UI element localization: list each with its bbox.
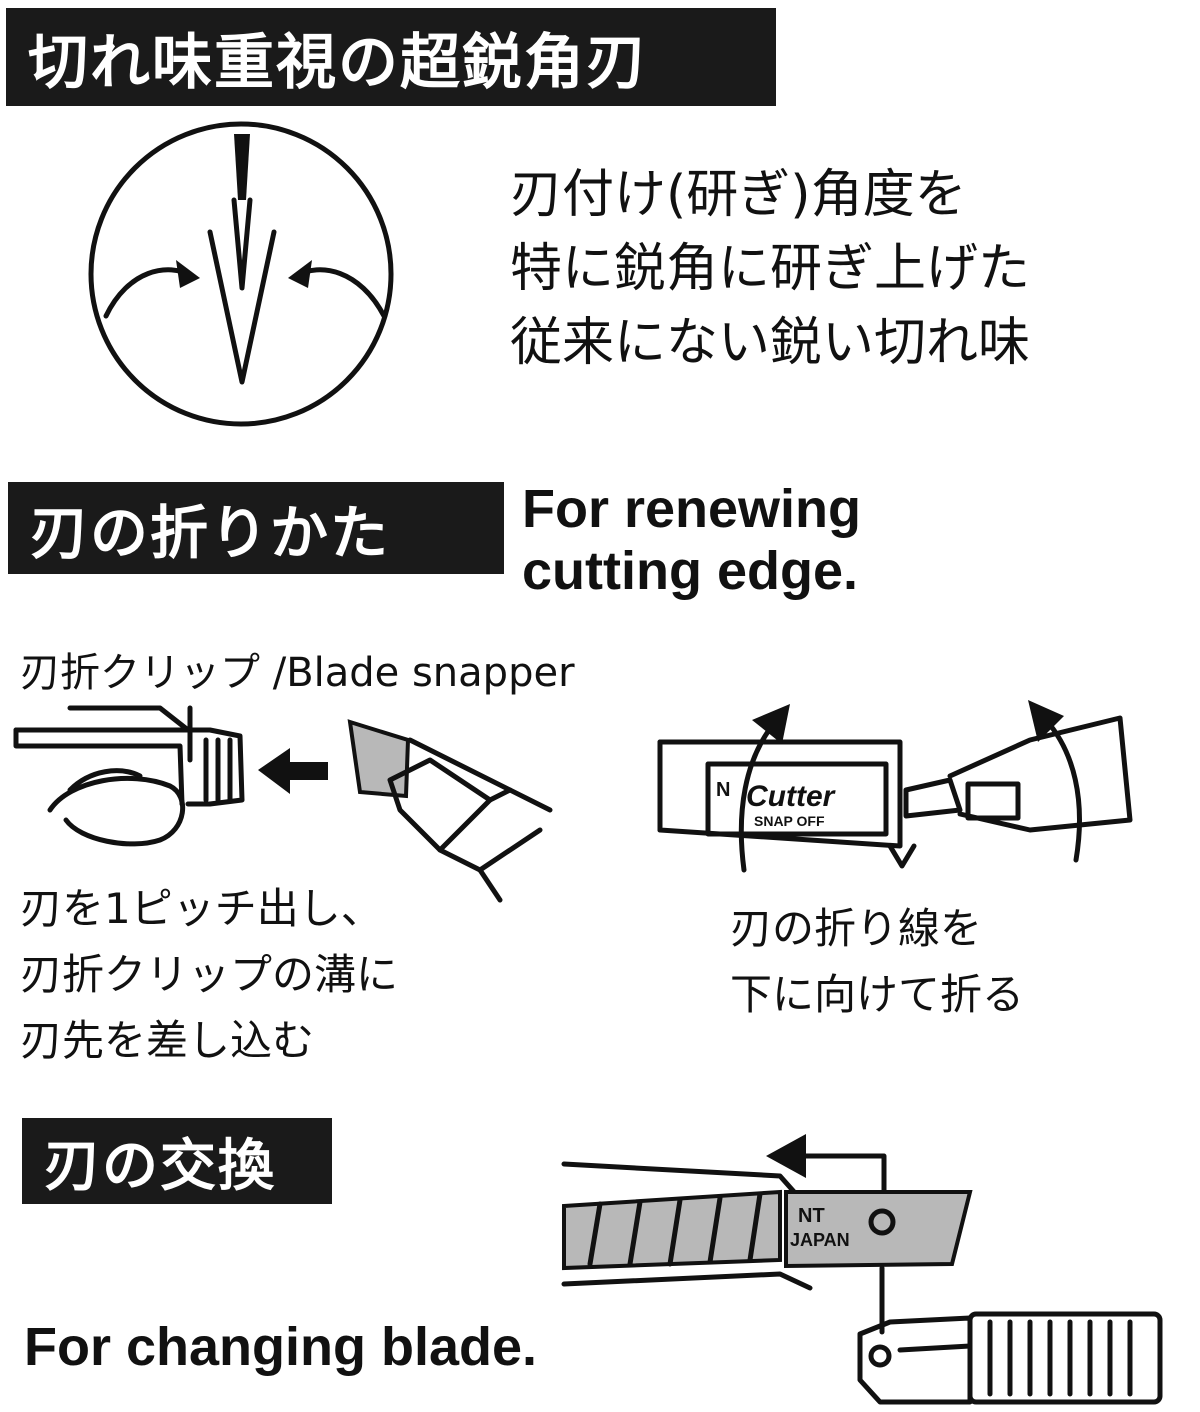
blade-change-diagram: NT JAPAN — [561, 1134, 1163, 1405]
blade-brand-sub-text: SNAP OFF — [754, 813, 825, 829]
blade-snapper-label: 刃折クリップ /Blade snapper — [20, 650, 575, 696]
blade-angle-diagram — [88, 121, 394, 427]
description-line: 刃付け(研ぎ)角度を — [510, 165, 967, 225]
blade-mark-text: NT — [798, 1205, 825, 1227]
description-line: 特に鋭角に研ぎ上げた — [510, 239, 1031, 299]
blade-brand-text: Cutter — [746, 780, 837, 813]
heading-changing: 刃の交換 — [22, 1118, 332, 1204]
step1-instruction: 刃を1ピッチ出し、 刃折クリップの溝に 刃先を差し込む — [20, 876, 398, 1074]
blade-prefix-text: N — [716, 779, 730, 801]
description-line: 従来にない鋭い切れ味 — [510, 313, 1031, 373]
snapper-insert-diagram — [13, 705, 553, 903]
blade-mark-text: JAPAN — [790, 1230, 850, 1250]
instruction-line: 刃を1ピッチ出し、 — [20, 884, 383, 933]
changing-english-caption: For changing blade. — [24, 1317, 538, 1377]
instruction-line: 刃折クリップの溝に — [20, 950, 399, 999]
caption-line: For renewing — [522, 479, 862, 539]
caption-line: cutting edge. — [522, 541, 858, 601]
step2-instruction: 刃の折り線を 下に向けて折る — [730, 896, 1024, 1028]
snap-off-diagram: N Cutter SNAP OFF — [657, 700, 1133, 873]
sharp-blade-description: 刃付け(研ぎ)角度を 特に鋭角に研ぎ上げた 従来にない鋭い切れ味 — [510, 158, 1030, 380]
instruction-line: 刃の折り線を — [730, 904, 983, 953]
heading-sharp-blade: 切れ味重視の超鋭角刃 — [6, 8, 776, 106]
snapping-english-caption: For renewing cutting edge. — [522, 478, 861, 602]
heading-snapping: 刃の折りかた — [8, 482, 504, 574]
instruction-line: 刃先を差し込む — [20, 1016, 315, 1065]
instruction-line: 下に向けて折る — [730, 970, 1025, 1019]
